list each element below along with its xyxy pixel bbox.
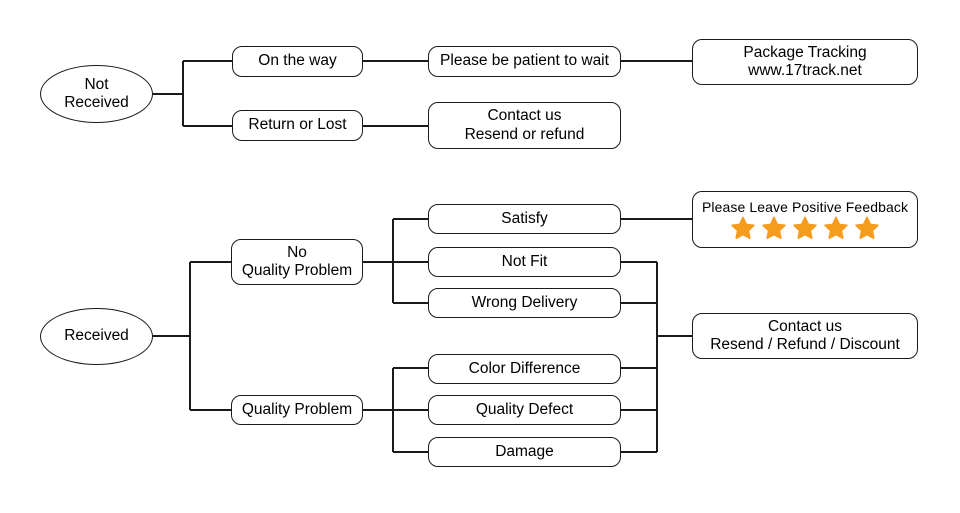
node-color-difference[interactable]: Color Difference <box>428 354 621 384</box>
star-rating[interactable] <box>731 216 879 240</box>
node-package-tracking[interactable]: Package Tracking www.17track.net <box>692 39 918 85</box>
star-icon[interactable] <box>855 216 879 240</box>
node-contact-us-resend-or-refund[interactable]: Contact us Resend or refund <box>428 102 621 149</box>
star-icon[interactable] <box>824 216 848 240</box>
node-please-be-patient-to-wait[interactable]: Please be patient to wait <box>428 46 621 77</box>
star-icon[interactable] <box>793 216 817 240</box>
node-positive-feedback[interactable]: Please Leave Positive Feedback <box>692 191 918 248</box>
node-quality-defect[interactable]: Quality Defect <box>428 395 621 425</box>
node-not-fit[interactable]: Not Fit <box>428 247 621 277</box>
feedback-label: Please Leave Positive Feedback <box>701 199 909 215</box>
star-icon[interactable] <box>762 216 786 240</box>
node-on-the-way[interactable]: On the way <box>232 46 363 77</box>
node-received[interactable]: Received <box>40 308 153 365</box>
node-no-quality-problem[interactable]: No Quality Problem <box>231 239 363 285</box>
node-satisfy[interactable]: Satisfy <box>428 204 621 234</box>
node-return-or-lost[interactable]: Return or Lost <box>232 110 363 141</box>
node-not-received[interactable]: Not Received <box>40 65 153 123</box>
node-wrong-delivery[interactable]: Wrong Delivery <box>428 288 621 318</box>
node-contact-us-resend-refund-discount[interactable]: Contact us Resend / Refund / Discount <box>692 313 918 359</box>
node-quality-problem[interactable]: Quality Problem <box>231 395 363 425</box>
star-icon[interactable] <box>731 216 755 240</box>
node-damage[interactable]: Damage <box>428 437 621 467</box>
